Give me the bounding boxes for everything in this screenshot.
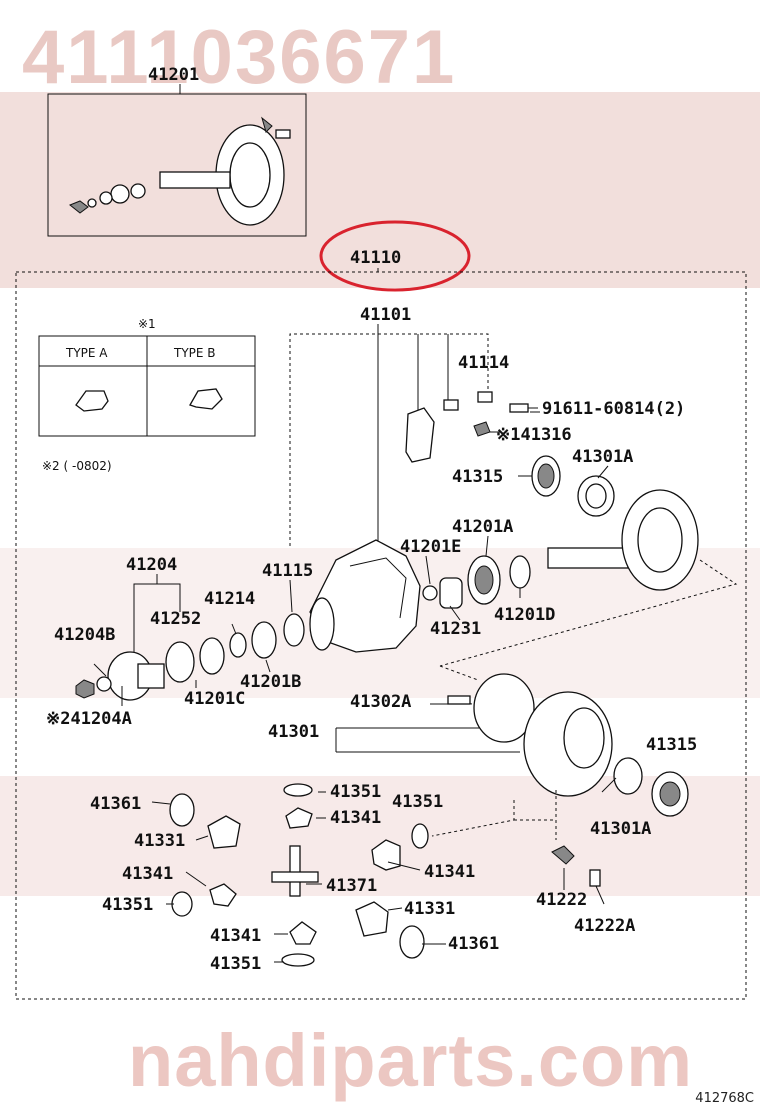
label-41301A-lower: 41301A: [590, 819, 651, 839]
differential-case: [447, 673, 613, 797]
label-41201A: 41201A: [452, 517, 513, 537]
label-41341-a: 41341: [330, 808, 381, 828]
bearing-cap-part: [405, 407, 435, 463]
label-41371: 41371: [326, 876, 377, 896]
label-41201D: 41201D: [494, 605, 555, 625]
label-41341-b: 41341: [122, 864, 173, 884]
label-41341-c: 41341: [424, 862, 475, 882]
label-41315-upper: 41315: [452, 467, 503, 487]
legend-mark-1: ※1: [138, 317, 156, 331]
label-41204A: ※241204A: [46, 709, 132, 729]
watermark-band-lower: [0, 776, 760, 896]
label-41204: 41204: [126, 555, 177, 575]
label-41361-right: 41361: [448, 934, 499, 954]
ring-pinion-inset: [47, 84, 307, 237]
legend-type-a: TYPE A: [65, 346, 108, 360]
label-41316: ※141316: [496, 425, 572, 445]
watermark-site: nahdiparts.com: [128, 1019, 693, 1102]
label-41115: 41115: [262, 561, 313, 581]
label-41302A: 41302A: [350, 692, 411, 712]
label-91611-60814: 91611-60814(2): [542, 399, 685, 419]
label-41351-d: 41351: [210, 954, 261, 974]
label-41222A: 41222A: [574, 916, 635, 936]
label-41231: 41231: [430, 619, 481, 639]
label-41341-d: 41341: [210, 926, 261, 946]
ring-gear-and-pinion: [547, 489, 699, 591]
label-41201-top: 41201: [148, 65, 199, 85]
assembly-frame: [15, 271, 747, 1000]
label-41214: 41214: [204, 589, 255, 609]
label-41201C: 41201C: [184, 689, 245, 709]
label-41110: 41110: [350, 248, 401, 268]
differential-carrier-housing: [309, 539, 421, 653]
label-41351-c: 41351: [102, 895, 153, 915]
label-41361-left: 41361: [90, 794, 141, 814]
figure-code: 412768C: [695, 1091, 754, 1106]
highlight-circle-41110: [319, 220, 471, 292]
label-41201E: 41201E: [400, 537, 461, 557]
label-41101: 41101: [360, 305, 411, 325]
watermark-part-number: 4111036671: [22, 15, 457, 100]
label-41331-left: 41331: [134, 831, 185, 851]
legend-type-b: TYPE B: [173, 346, 216, 360]
label-41201B: 41201B: [240, 672, 301, 692]
label-41331-right: 41331: [404, 899, 455, 919]
label-41204B: 41204B: [54, 625, 115, 645]
label-41252: 41252: [150, 609, 201, 629]
label-41315-lower: 41315: [646, 735, 697, 755]
label-41301: 41301: [268, 722, 319, 742]
label-41114: 41114: [458, 353, 509, 373]
legend-note-2: ※2 ( -0802): [42, 459, 112, 473]
label-41351-b: 41351: [392, 792, 443, 812]
label-41301A-upper: 41301A: [572, 447, 633, 467]
label-41351-a: 41351: [330, 782, 381, 802]
label-41222: 41222: [536, 890, 587, 910]
type-legend-box: [38, 335, 256, 437]
